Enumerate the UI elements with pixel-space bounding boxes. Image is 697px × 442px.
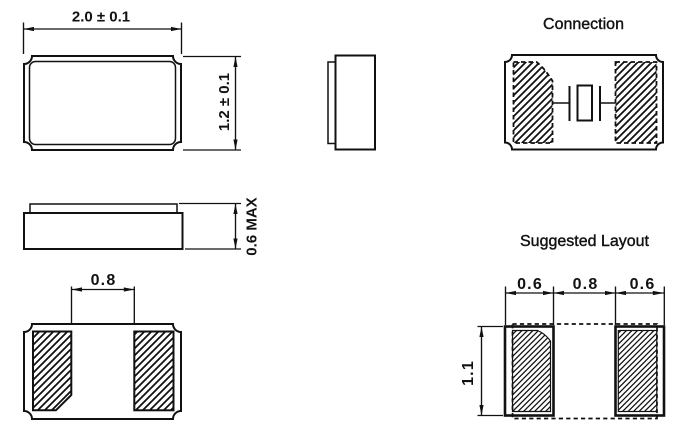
svg-text:0.8: 0.8 — [91, 272, 117, 289]
svg-text:0.6: 0.6 — [517, 276, 543, 293]
svg-text:Connection: Connection — [543, 16, 624, 33]
svg-text:0.8: 0.8 — [573, 276, 599, 293]
svg-text:1.2 ± 0.1: 1.2 ± 0.1 — [216, 73, 233, 131]
svg-text:0.6: 0.6 — [630, 276, 656, 293]
svg-text:1.1: 1.1 — [460, 360, 477, 386]
svg-text:2.0 ± 0.1: 2.0 ± 0.1 — [72, 9, 130, 26]
svg-text:Suggested Layout: Suggested Layout — [520, 233, 650, 250]
svg-text:0.6 MAX: 0.6 MAX — [244, 197, 261, 255]
